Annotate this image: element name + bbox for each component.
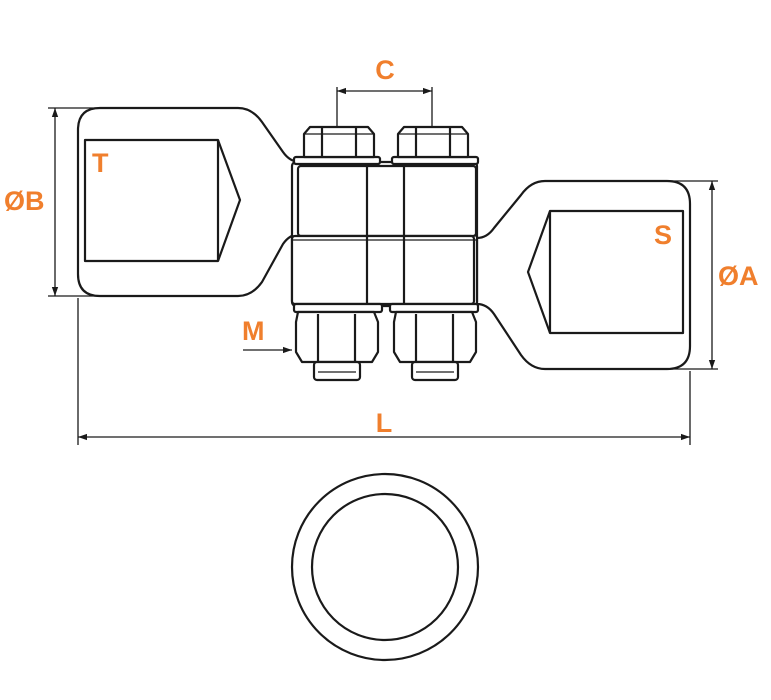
dimension-c [336,87,433,127]
bolt-tip-right [410,360,460,382]
label-dia-b: ØB [4,186,45,216]
right-lug-outline [475,179,692,371]
dimension-l [77,298,691,445]
bottom-washer-right [388,302,480,314]
label-dia-a: ØA [718,261,759,291]
left-lug-outline [76,106,302,298]
right-barrel-bore [526,209,685,335]
end-view-ring [290,472,480,662]
label-s: S [654,220,672,250]
bottom-nut-right [392,310,478,364]
top-bolt-head-left [302,125,376,159]
label-m: M [242,316,265,346]
bottom-washer-left [292,302,384,314]
clamp-body [290,160,479,308]
bolt-tip-left [312,360,362,382]
left-barrel-bore [83,138,242,263]
label-c: C [375,55,395,85]
dimension-dia-b [48,107,100,297]
dimension-dia-a [667,180,718,370]
label-t: T [92,148,109,178]
label-l: L [376,408,393,438]
bottom-nut-left [294,310,380,364]
top-bolt-head-right [396,125,470,159]
